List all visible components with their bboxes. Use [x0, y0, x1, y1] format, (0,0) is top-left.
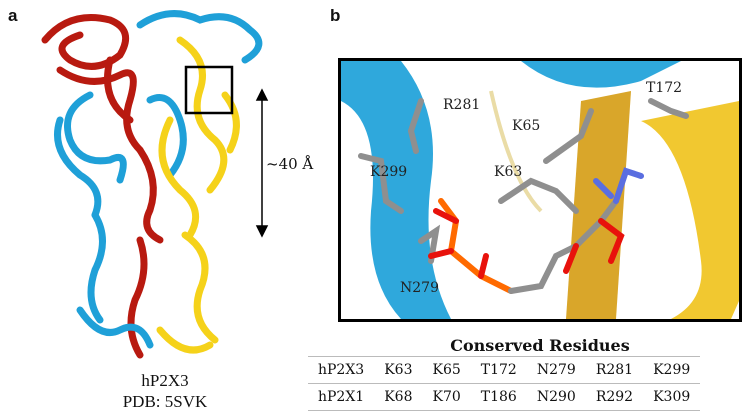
- measure-arrow: [255, 88, 269, 238]
- table-cell: hP2X1: [308, 383, 375, 411]
- table-cell: K309: [643, 383, 701, 411]
- distance-label: ~40 Å: [266, 155, 314, 173]
- residue-label-n279: N279: [400, 280, 439, 296]
- table-cell: K65: [422, 356, 471, 384]
- table-title: Conserved Residues: [450, 336, 630, 355]
- table-cell: R281: [585, 356, 644, 384]
- binding-site-box: [184, 65, 234, 115]
- caption-line-2: PDB: 5SVK: [122, 392, 208, 411]
- table-cell: K299: [643, 356, 701, 384]
- table-row: hP2X1 K68 K70 T186 N290 R292 K309: [308, 383, 701, 411]
- residue-label-r281: R281: [443, 97, 481, 113]
- residue-label-k65: K65: [512, 118, 541, 134]
- panel-b-letter: b: [330, 6, 341, 25]
- conserved-residues-table: hP2X3 K63 K65 T172 N279 R281 K299 hP2X1 …: [308, 356, 701, 411]
- residue-label-t172: T172: [646, 80, 683, 96]
- table-cell: K63: [374, 356, 423, 384]
- binding-site-image: [341, 61, 739, 319]
- panel-a-letter: a: [8, 6, 18, 25]
- blue-chain: [54, 10, 263, 349]
- table-cell: K68: [374, 383, 423, 411]
- binding-site-zoom: [338, 58, 742, 322]
- residue-label-k299: K299: [370, 164, 408, 180]
- table-cell: K70: [422, 383, 471, 411]
- residue-label-k63: K63: [494, 164, 523, 180]
- protein-structure-image: [41, 10, 269, 359]
- table-cell: T186: [470, 383, 527, 411]
- caption-line-1: hP2X3: [141, 371, 189, 390]
- structure-caption: hP2X3 PDB: 5SVK: [0, 370, 330, 412]
- yellow-chain: [156, 36, 240, 354]
- red-chain: [41, 14, 164, 359]
- table-cell: N290: [526, 383, 586, 411]
- table-row: hP2X3 K63 K65 T172 N279 R281 K299: [308, 356, 701, 384]
- table-cell: N279: [526, 356, 586, 384]
- table-cell: T172: [470, 356, 527, 384]
- table-cell: hP2X3: [308, 356, 375, 384]
- table-cell: R292: [585, 383, 644, 411]
